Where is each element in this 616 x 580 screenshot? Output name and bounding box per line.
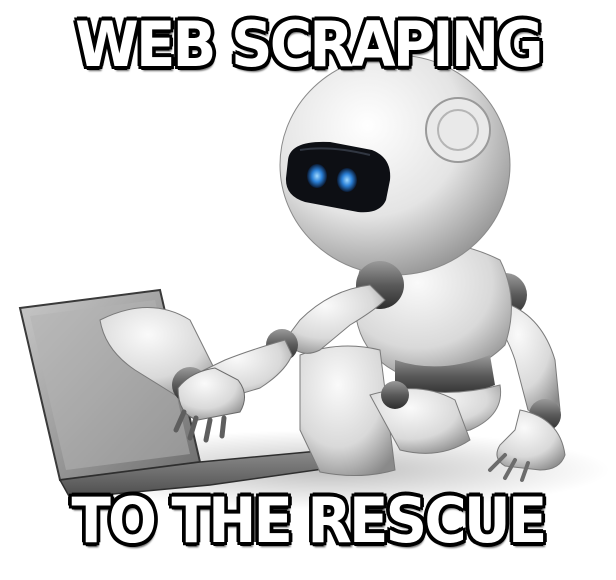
robot-right-arm — [173, 261, 404, 443]
robot-head — [279, 54, 511, 276]
robot-leg — [99, 307, 471, 477]
meme-top-caption: WEB SCRAPING — [74, 8, 545, 81]
meme-bottom-caption: TO THE RESCUE — [70, 484, 549, 557]
